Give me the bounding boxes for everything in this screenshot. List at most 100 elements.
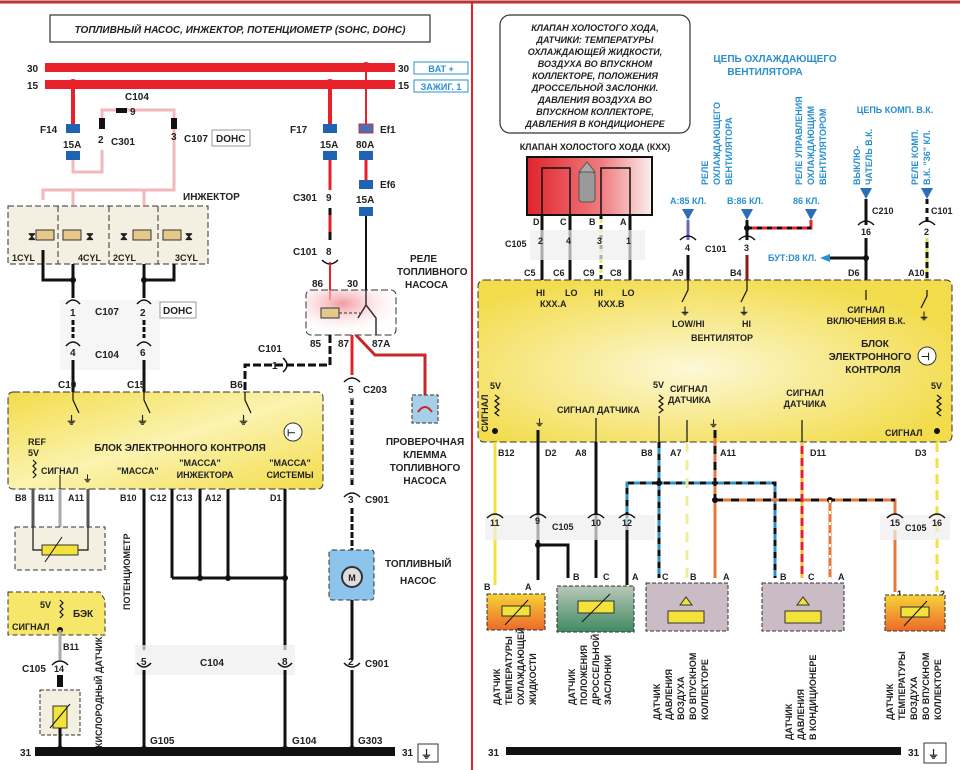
c901-top-label: C901 <box>365 495 389 506</box>
tps-pin-b: B <box>573 572 580 582</box>
ecu-sensor-signal-d11-2: ДАТЧИКА <box>784 399 827 409</box>
relay-pin-86: 86 <box>312 279 324 290</box>
injector-valve-icon-1: ⧗ <box>28 231 36 243</box>
ecu-5v-b12: 5V <box>490 381 501 391</box>
ac-circuit: ЦЕПЬ КОМП. В.К. ВЫКЛЮ- ЧАТЕЛЬ В.К. РЕЛЕ … <box>768 105 953 290</box>
iat-label-5: КОЛЛЕКТОРЕ <box>933 659 943 720</box>
ecu-pin-a8: A8 <box>575 448 587 458</box>
coolant-label-1: ДАТЧИК <box>492 668 502 705</box>
tps-label-2: ПОЛОЖЕНИЯ <box>579 645 589 705</box>
ecu-pin-c9: C9 <box>583 268 595 278</box>
bat-plus-label: BAT + <box>428 64 454 74</box>
ecu-pin-b6: B6 <box>230 380 243 391</box>
right-ground-31-right: 31 <box>908 748 920 759</box>
but-d8-label: БУТ:D8 КЛ. <box>768 253 817 263</box>
iac-c105-pin-4: 4 <box>566 236 571 246</box>
fan-relay1-label-1: РЕЛЕ <box>700 161 710 185</box>
ecu-pin-b8: B8 <box>15 493 27 503</box>
bus-30-label-left: 30 <box>27 64 39 75</box>
relay-pin-30: 30 <box>347 279 359 290</box>
coolant-sensor-icon <box>501 605 531 617</box>
fan-terminal-86: 86 КЛ. <box>793 196 820 206</box>
c107-top-label: C107 <box>184 134 208 145</box>
c203-pin: 5 <box>348 385 354 396</box>
bek-label: БЭК <box>73 609 94 620</box>
iac-lo-a: LO <box>565 288 578 298</box>
ac-sensor-icon <box>784 610 822 624</box>
c104-pin-6: 6 <box>140 348 146 359</box>
iac-pin-b: B <box>589 217 596 227</box>
ac-sensor-label-3: В КОНДИЦИОНЕРЕ <box>808 655 818 740</box>
right-title-box: КЛАПАН ХОЛОСТОГО ХОДА, ДАТЧИКИ: ТЕМПЕРАТ… <box>499 14 691 134</box>
oxygen-sensor-icon <box>52 705 68 729</box>
left-ecu-ground-wires: 5 8 C104 <box>135 489 295 752</box>
fan-relay1-label-3: ВЕНТИЛЯТОРА <box>724 117 734 185</box>
ecu-mass-inj-1: "МАССА" <box>179 458 221 468</box>
c104-top-label: C104 <box>125 92 149 103</box>
right-title-line-1: КЛАПАН ХОЛОСТОГО ХОДА, <box>531 23 659 33</box>
c105-pin-12: 12 <box>622 518 632 528</box>
fuel-pump-label-2: НАСОС <box>400 576 436 587</box>
relay-coil-icon <box>320 307 340 319</box>
map-label-2: ДАВЛЕНИЯ <box>664 669 674 720</box>
ground-31-left: 31 <box>20 748 32 759</box>
map-pin-c: C <box>662 572 669 582</box>
ac-c210-label: C210 <box>872 206 894 216</box>
ac-relay-label-2: В.К. "36" КЛ. <box>922 130 932 185</box>
bus-15-label-left: 15 <box>27 81 39 92</box>
ecu-pin-a11: A11 <box>68 493 84 503</box>
ecu-mass-sys-2: СИСТЕМЫ <box>266 470 313 480</box>
ecu-transistor-icon <box>283 422 303 442</box>
ecu-pin-b4: B4 <box>730 268 742 278</box>
ac-relay-label-1: РЕЛЕ КОМП. <box>910 129 920 185</box>
f14-branch: F14 15A 9 C104 2 C301 3 C107 DOHC <box>40 84 251 205</box>
dohc-tag-top: DOHC <box>216 134 245 145</box>
iac-label: КЛАПАН ХОЛОСТОГО ХОДА (КХХ) <box>520 142 671 152</box>
ignition-label: ЗАЖИГ. 1 <box>421 82 462 92</box>
ecu-5v-b8: 5V <box>653 380 664 390</box>
fan-c101-pin-3: 3 <box>744 243 749 253</box>
bus-30 <box>45 63 395 72</box>
relay-label-1: РЕЛЕ <box>410 254 437 265</box>
c104-pin-5: 5 <box>141 657 147 668</box>
iat-pin-2: 2 <box>940 589 945 599</box>
left-ground-bus: 31 31 ⏚ G105 G104 G303 <box>20 736 439 763</box>
ground-g105: G105 <box>150 736 175 747</box>
ground-icon-a11: ⏚ <box>83 474 92 484</box>
bek-signal: СИГНАЛ <box>12 622 50 632</box>
left-ecu-bottom-pins: B8 B11 A11 B10 C12 C13 A12 D1 <box>15 493 282 503</box>
c101-right-label: C101 <box>293 247 317 258</box>
relay-pin-87: 87 <box>338 339 350 350</box>
injector-valve-icon-4: ⧗ <box>86 231 94 243</box>
ecu-pin-a10: A10 <box>908 268 925 278</box>
ac-sensor-label-1: ДАТЧИК <box>784 703 794 740</box>
injector-block: ИНЖЕКТОР ⧗ ⧗ ⧗ ⧗ 1CYL 4CYL 2CYL 3CYL <box>7 192 240 298</box>
ecu-pin-c5: C5 <box>524 268 536 278</box>
c107-pin-1: 1 <box>70 308 76 319</box>
fan-low-hi: LOW/HI <box>672 319 705 329</box>
map-sensor: C B A ДАТЧИК ДАВЛЕНИЯ ВОЗДУХА ВО ВПУСКНО… <box>645 572 730 720</box>
coolant-label-3: ОХЛАЖДАЮЩЕЙ <box>515 628 526 705</box>
c107-mid-label: C107 <box>95 307 119 318</box>
fan-c101-label: C101 <box>705 244 727 254</box>
ecu-sensor-signal-d11-1: СИГНАЛ <box>786 388 824 398</box>
ac-sensor-pin-a: A <box>838 572 845 582</box>
tps-pin-c: C <box>603 572 610 582</box>
tps-sensor-icon <box>577 600 615 614</box>
ecu-pin-d11: D11 <box>810 448 826 458</box>
fuel-pump-relay: 86 30 85 87 87A РЕЛЕ ТОПЛИВНОГО НАСОСА 1… <box>243 254 468 488</box>
iac-hi-b: HI <box>594 288 603 298</box>
iac-c105-pin-1: 1 <box>626 236 631 246</box>
ecu-pin-c13: C13 <box>176 493 193 503</box>
c104-pin-4: 4 <box>70 348 76 359</box>
ac-switch-label-1: ВЫКЛЮ- <box>852 146 862 185</box>
ground-icon-a10: ⏚ <box>919 311 929 323</box>
c104-top-pin: 9 <box>130 107 136 118</box>
right-ecu-title-2: ЭЛЕКТРОННОГО <box>829 352 912 363</box>
fuse-f14-rating: 15A <box>63 140 81 151</box>
ecu-pin-c6: C6 <box>553 268 565 278</box>
ecu-signal-label: СИГНАЛ <box>41 466 79 476</box>
ecu-signal-b12: СИГНАЛ <box>480 395 490 433</box>
ground-icon-a9: ⏚ <box>680 306 690 318</box>
